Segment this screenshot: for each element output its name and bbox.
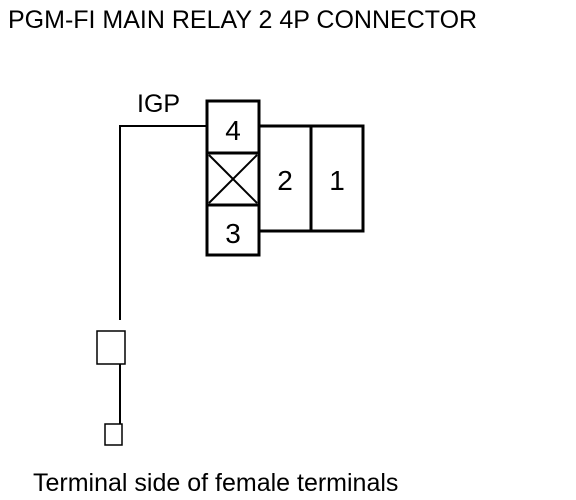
terminal-3-label: 3 (225, 218, 241, 249)
wire-label-igp: IGP (137, 90, 180, 118)
probe-upper (96, 330, 126, 365)
terminal-4-label: 4 (225, 115, 241, 146)
empty-cavity-x-b (208, 154, 258, 204)
diagram-title: PGM-FI MAIN RELAY 2 4P CONNECTOR (8, 6, 478, 34)
diagram-caption: Terminal side of female terminals (33, 469, 399, 497)
terminal-1-label: 1 (329, 165, 345, 196)
probe-lower (104, 423, 123, 446)
igp-wire (119, 125, 207, 320)
terminal-2-label: 2 (277, 165, 293, 196)
